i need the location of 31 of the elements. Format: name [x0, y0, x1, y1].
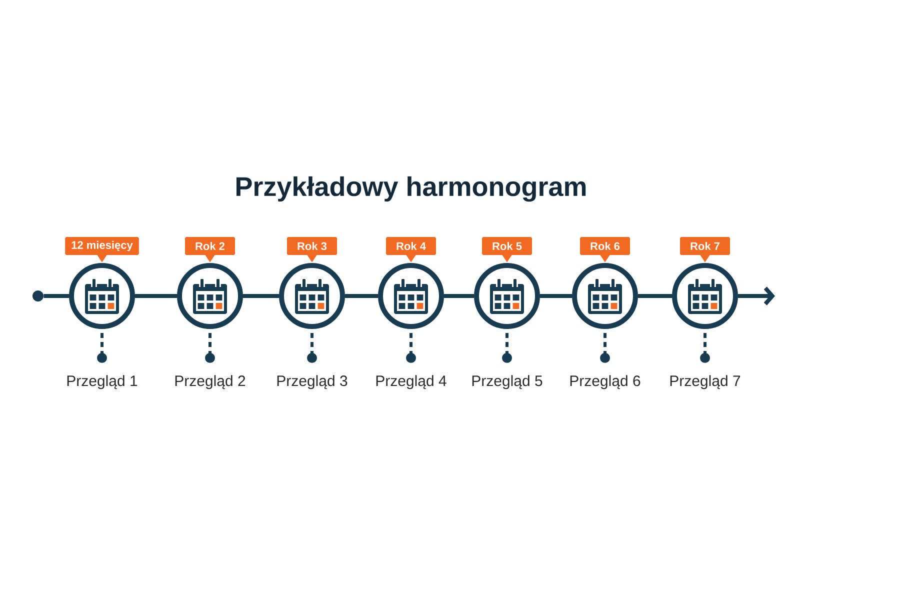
timeline-line	[345, 294, 378, 298]
dashed-leader	[600, 333, 610, 363]
callout-tag: Rok 6	[580, 237, 630, 262]
timeline-line	[540, 294, 572, 298]
milestone-label: Przegląd 4	[376, 375, 446, 390]
callout-tag: 12 miesięcy	[65, 237, 139, 262]
dashed-leader	[700, 333, 710, 363]
dashed-leader	[307, 333, 317, 363]
start-dot	[32, 290, 44, 302]
timeline-line	[444, 294, 474, 298]
callout-tag: Rok 5	[482, 237, 532, 262]
callout-tag: Rok 2	[185, 237, 235, 262]
callout-tag: Rok 4	[386, 237, 436, 262]
callout-tag: Rok 3	[287, 237, 337, 262]
milestone-label: Przegląd 5	[472, 375, 542, 390]
milestone-label: Przegląd 1	[67, 375, 138, 390]
timeline-arrow	[738, 286, 775, 306]
title: Przykładowy harmonogram	[236, 176, 586, 202]
dashed-leader	[97, 333, 107, 363]
callout-tag: Rok 7	[680, 237, 730, 262]
dashed-leader	[205, 333, 215, 363]
milestone-label: Przegląd 6	[570, 375, 640, 390]
timeline-line	[135, 294, 177, 298]
dashed-leader	[502, 333, 512, 363]
timeline-line	[44, 294, 69, 298]
milestone-label: Przegląd 3	[277, 375, 348, 390]
milestone-label: Przegląd 2	[175, 375, 246, 390]
dashed-leader	[406, 333, 416, 363]
milestone-label: Przegląd 7	[670, 375, 740, 390]
timeline-line	[638, 294, 672, 298]
timeline-line	[243, 294, 279, 298]
